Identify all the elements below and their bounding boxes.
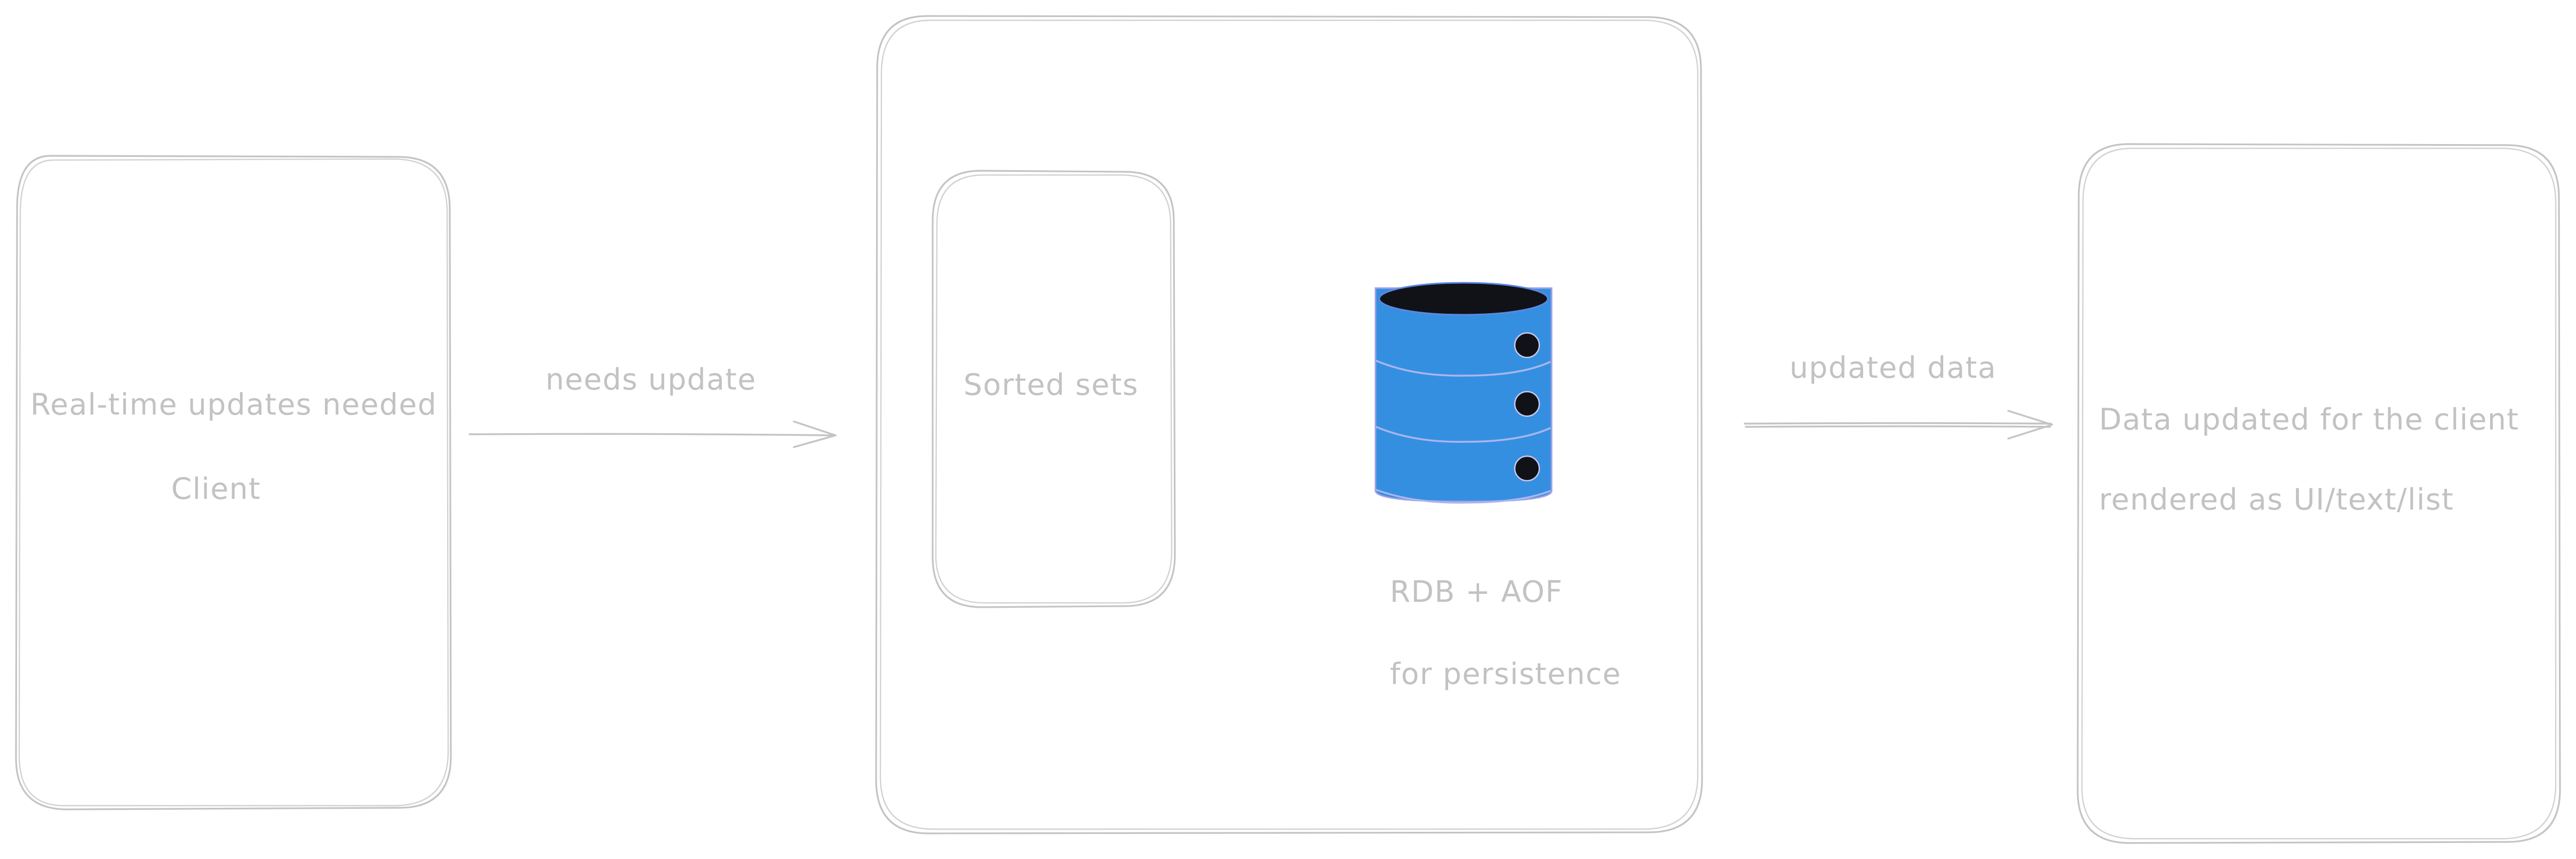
sorted-sets-box[interactable]: Sorted sets (932, 170, 1176, 608)
output-box-line2: rendered as UI/text/list (2099, 482, 2454, 516)
needs-update-label: needs update (545, 362, 756, 396)
output-box[interactable]: Data updated for the client rendered as … (2077, 143, 2561, 844)
client-box-line1: Real-time updates needed (30, 387, 437, 421)
updated-data-label: updated data (1790, 351, 1997, 385)
client-box-line2: Client (171, 472, 261, 506)
database-icon (1374, 282, 1553, 504)
persistence-line1: RDB + AOF (1390, 575, 1563, 609)
needs-update-arrow: needs update (468, 362, 837, 448)
redis-box[interactable] (875, 15, 1703, 834)
client-box[interactable]: Real-time updates needed Client (15, 155, 452, 810)
sorted-sets-label: Sorted sets (964, 368, 1139, 402)
updated-data-arrow: updated data (1744, 351, 2053, 440)
output-box-line1: Data updated for the client (2099, 402, 2519, 436)
persistence-line2: for persistence (1390, 657, 1621, 691)
